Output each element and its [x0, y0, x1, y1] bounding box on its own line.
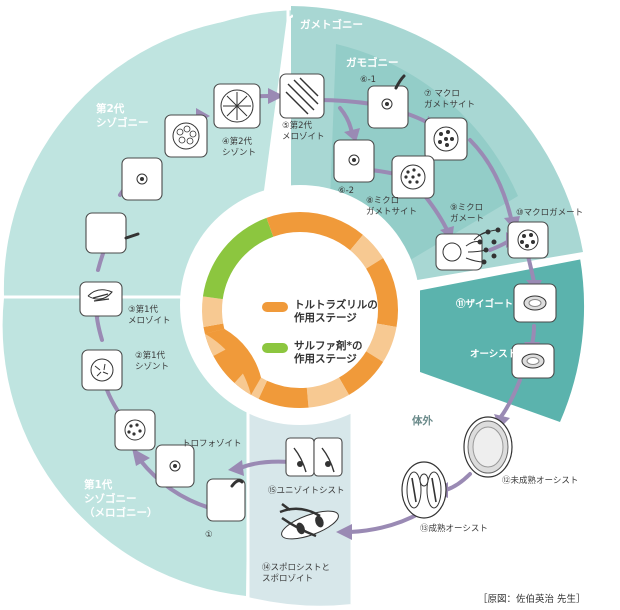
cell-stage-14 [279, 503, 339, 540]
ring-segment-green [202, 217, 274, 300]
label-stage-5: ⑤第2代メロゾイト [282, 120, 325, 142]
label-stage-11: ⑪ザイゴート [456, 298, 513, 310]
legend-swatch-toltrazuril [262, 302, 288, 312]
ring-segment-orange-b [266, 212, 300, 237]
cell-stage-7 [424, 117, 468, 161]
ring-segment-light-a [202, 296, 224, 328]
cell-stage-10 [507, 221, 549, 259]
cell-stage-5 [279, 73, 325, 119]
ring-segment-orange-e [339, 351, 384, 395]
cell-stage-2 [81, 349, 123, 391]
label-stage-6-2: ⑥-2 [338, 186, 354, 196]
label-stage-14: ⑭スポロシストとスポロゾイト [262, 563, 330, 584]
cell-gen2-schizont-a [164, 114, 208, 158]
ring-segment-orange-d [366, 258, 398, 328]
cell-stage-6-2 [333, 139, 375, 183]
ring-segment-light-b [350, 234, 384, 269]
ring-segment-orange-c [300, 212, 363, 251]
label-stage-15: ⑮ユニゾイトシスト [268, 486, 345, 496]
legend-swatch-sulfa [262, 343, 288, 353]
cell-merozoite-entry [85, 212, 140, 254]
ring-segment-light-d [306, 377, 349, 408]
cells [79, 73, 557, 540]
ring-segment-orange-f [258, 380, 309, 408]
label-stage-4: ④第2代シゾント [222, 136, 256, 158]
cell-stage-13 [401, 461, 447, 519]
cell-trophozoite [155, 444, 195, 488]
label-trophozoite: トロフォゾイト [182, 439, 242, 449]
ring-segment-orange-g [213, 346, 248, 383]
label-stage-12: ⑫未成熟オーシスト [502, 475, 578, 486]
region-label-gen1-schizogony: 第1代シゾゴニー（メロゴニー） [84, 478, 158, 519]
cell-stage-4 [213, 83, 261, 129]
drug-action-ring [202, 212, 398, 408]
cell-stage-11 [513, 283, 557, 323]
cell-stage-12 [463, 416, 513, 478]
label-stage-7: ⑦ マクロガメトサイト [424, 89, 475, 110]
image-credit: ［原図：佐伯英治 先生］ [478, 593, 586, 605]
cell-stage-8 [391, 155, 435, 199]
label-stage-1: ① [205, 530, 213, 540]
label-stage-6-1: ⑥-1 [360, 75, 376, 85]
stage-labels: ① トロフォゾイト ②第1代シゾント ③第1代メロゾイト ④第2代シゾント ⑤第… [128, 75, 583, 584]
cell-stage-6-1 [367, 74, 409, 129]
cell-stage-1 [206, 478, 246, 522]
label-stage-9: ⑨ミクロガメート [450, 203, 484, 224]
label-stage-2: ②第1代シゾント [135, 350, 169, 372]
region-label-outside-body: 体外 [412, 414, 433, 427]
cell-gen1-schizont-a [114, 409, 156, 451]
region-label-gamogony: ガモゴニー [346, 56, 399, 69]
legend-sulfa-label: サルファ剤*の作用ステージ [294, 339, 363, 365]
label-oocyst: オーシスト [470, 349, 517, 360]
region-label-gametogony: ガメトゴニー [300, 18, 363, 31]
label-stage-10: ⑩マクロガメート [516, 207, 583, 218]
ring-segment-light-c [366, 323, 397, 362]
region-labels: 第2代シゾゴニー ガメトゴニー ガモゴニー 体外 第1代シゾゴニー（メロゴニー） [84, 18, 433, 519]
label-stage-8: ⑧ミクロガメトサイト [366, 196, 417, 217]
region-label-gen2-schizogony: 第2代シゾゴニー [96, 102, 149, 129]
cell-stage-9 [435, 227, 501, 271]
legend: トルトラズリルの作用ステージ サルファ剤*の作用ステージ [262, 298, 378, 365]
ring-segment-orange-h [204, 328, 261, 395]
cell-stage-3 [79, 281, 123, 317]
label-stage-13: ⑬成熟オーシスト [420, 523, 488, 534]
legend-toltrazuril-label: トルトラズリルの作用ステージ [294, 298, 378, 324]
cell-oocyst [511, 343, 555, 379]
label-stage-3: ③第1代メロゾイト [128, 304, 171, 326]
cell-stage-15 [285, 437, 343, 477]
cell-gen2-trophozoite [121, 157, 163, 201]
